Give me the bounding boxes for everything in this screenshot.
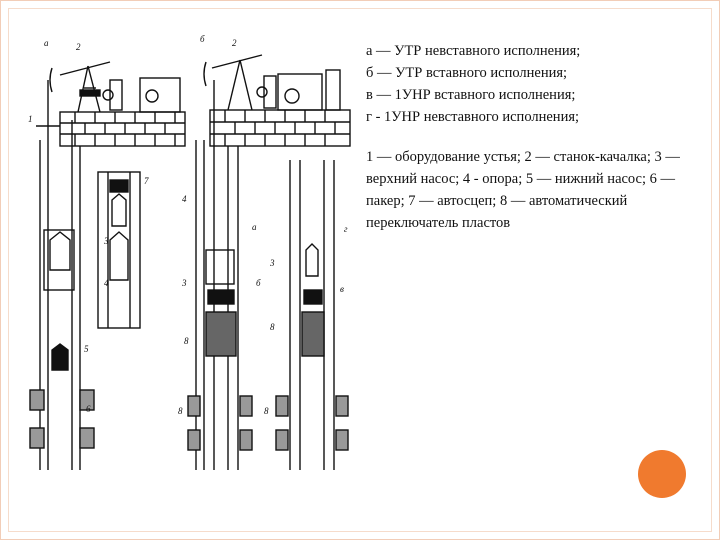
panel-label-a: а [44, 38, 49, 48]
callout-5: 5 [84, 344, 89, 354]
foundation-b [209, 69, 351, 147]
callout-7: 7 [144, 176, 149, 186]
caption-line-g: г ‑ 1УНР невставного исполнения; [366, 109, 580, 125]
panel-label-b: б [200, 34, 205, 44]
callout-3a: 3 [103, 236, 109, 246]
well-b [187, 80, 253, 470]
figure-caption: а — УТР невставного исполнения; б — УТР … [366, 40, 696, 234]
callout-g: г [344, 224, 348, 234]
callout-4b: 4 [182, 194, 187, 204]
slide-border-inner [8, 8, 712, 532]
callout-4a: 4 [104, 278, 109, 288]
caption-line-a: а — УТР невставного исполнения; [366, 43, 581, 59]
callout-8c: 8 [178, 406, 183, 416]
callout-b: б [256, 278, 261, 288]
callout-1: 1 [28, 114, 33, 124]
callout-3c: 3 [269, 258, 275, 268]
well-a [29, 80, 95, 470]
callout-8b: 8 [270, 322, 275, 332]
callout-2a: 2 [76, 42, 81, 52]
caption-line-b: б — УТР вставного исполнения; [366, 65, 568, 81]
pumpjack-b [203, 54, 277, 111]
callout-a: а [252, 222, 257, 232]
well-equipment-diagram: а [28, 34, 351, 470]
callout-v: в [340, 284, 344, 294]
callout-6: 6 [86, 404, 91, 414]
caption-line-v: в — 1УНР вставного исполнения; [366, 87, 576, 103]
well-c [275, 160, 349, 470]
autocoupler-insert [97, 171, 141, 329]
callout-2b: 2 [232, 38, 237, 48]
pumpjack-a [49, 61, 123, 113]
callout-8d: 8 [264, 406, 269, 416]
decorative-orange-circle [638, 450, 686, 498]
caption-legend: 1 — оборудование устья; 2 — станок-качал… [366, 149, 680, 231]
callout-3b: 3 [181, 278, 187, 288]
callout-8a: 8 [184, 336, 189, 346]
foundation-a [59, 77, 186, 147]
